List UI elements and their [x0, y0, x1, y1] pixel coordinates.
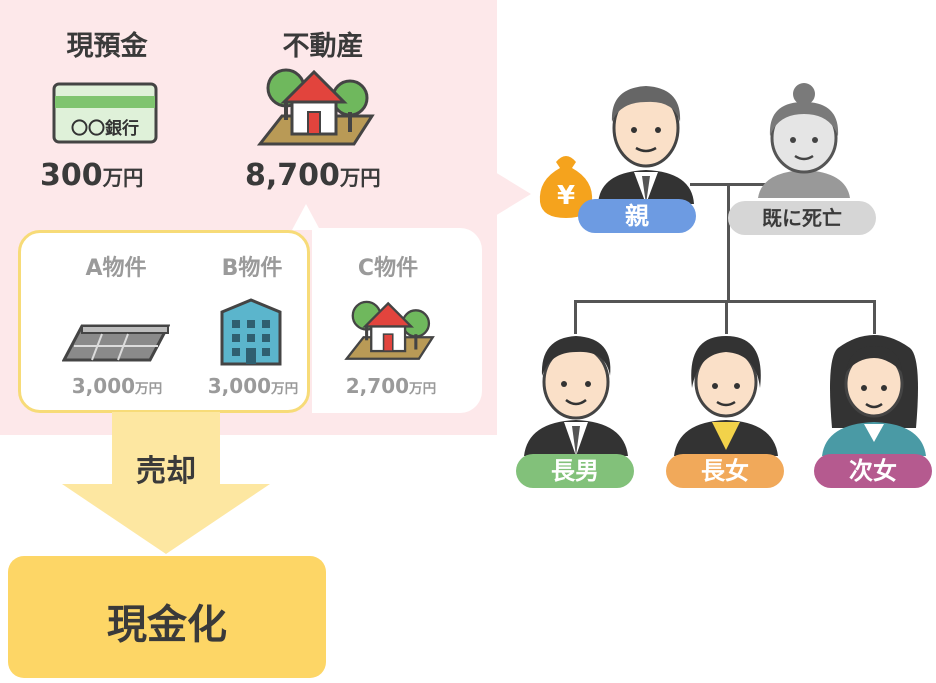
property-b-value: 3,000万円 — [207, 374, 299, 398]
property-c-label: C物件 — [357, 256, 419, 281]
cash-conversion-box — [8, 556, 326, 678]
second-daughter-badge: 次女 — [814, 454, 932, 488]
bank-card-text: 〇〇銀行 — [71, 118, 139, 139]
land-lot-icon — [62, 324, 170, 362]
house-with-trees-icon — [256, 68, 375, 146]
apartment-building-icon — [220, 298, 282, 366]
cash-conversion-label: 現金化 — [107, 602, 227, 648]
property-c-value: 2,700万円 — [345, 374, 437, 398]
sale-label: 売却 — [136, 454, 196, 489]
father-avatar — [598, 86, 694, 204]
spouse-badge: 既に死亡 — [728, 201, 876, 235]
eldest-daughter-badge: 長女 — [666, 454, 784, 488]
eldest-daughter-avatar — [674, 336, 778, 456]
yen-symbol: ¥ — [557, 181, 575, 211]
cash-value: 300万円 — [40, 158, 144, 193]
eldest-son-badge: 長男 — [516, 454, 634, 488]
trunk-connector — [727, 183, 730, 303]
mother-avatar — [758, 83, 850, 198]
second-daughter-avatar — [822, 335, 926, 456]
property-a-label: A物件 — [85, 256, 147, 281]
cash-label: 現預金 — [66, 31, 148, 62]
eldest-son-connector — [574, 300, 577, 334]
eldest-son-avatar — [524, 336, 628, 456]
property-b-label: B物件 — [221, 256, 283, 281]
spouse-connector — [690, 183, 770, 186]
money-bag-icon: ¥ — [539, 156, 593, 218]
property-list-pointer — [292, 204, 320, 230]
parent-badge: 親 — [578, 199, 696, 233]
bank-card-icon: 〇〇銀行 — [52, 82, 158, 144]
sale-arrow — [62, 412, 270, 554]
eldest-daughter-connector — [725, 300, 728, 334]
property-a-value: 3,000万円 — [71, 374, 163, 398]
assets-panel-pointer — [495, 172, 531, 216]
real-estate-value: 8,700万円 — [245, 158, 381, 193]
second-daughter-connector — [873, 300, 876, 334]
real-estate-label: 不動産 — [282, 31, 364, 62]
house-with-trees-small-icon — [344, 300, 435, 360]
